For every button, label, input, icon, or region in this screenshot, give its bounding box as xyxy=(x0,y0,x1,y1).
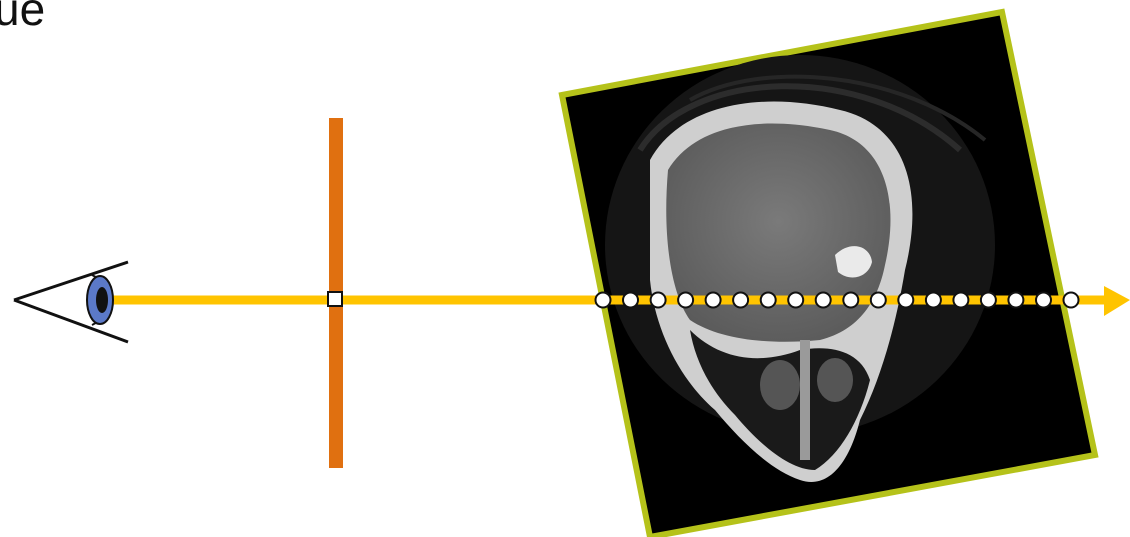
ray-sample-point xyxy=(926,293,941,308)
ray-sample-point xyxy=(788,293,803,308)
eye-icon xyxy=(14,262,128,342)
ray-sample-point xyxy=(981,293,996,308)
ray-sample-point xyxy=(623,293,638,308)
ray-sample-point xyxy=(816,293,831,308)
ray-sample-point xyxy=(953,293,968,308)
ray-sample-point xyxy=(678,293,693,308)
ray-sample-point xyxy=(596,293,611,308)
ray-sample-point xyxy=(1036,293,1051,308)
ray-sample-point xyxy=(706,293,721,308)
ray-sample-point xyxy=(651,293,666,308)
ct-slice xyxy=(562,12,1095,537)
ray-arrowhead xyxy=(1104,286,1130,316)
ray-sample-point xyxy=(843,293,858,308)
pixel-marker xyxy=(328,292,342,306)
eye-pupil xyxy=(96,287,108,313)
ray-sample-point xyxy=(733,293,748,308)
ray-sample-point xyxy=(1064,293,1079,308)
ray-sample-point xyxy=(871,293,886,308)
ray-sample-point xyxy=(898,293,913,308)
ray-sample-point xyxy=(1008,293,1023,308)
ray-sample-point xyxy=(761,293,776,308)
